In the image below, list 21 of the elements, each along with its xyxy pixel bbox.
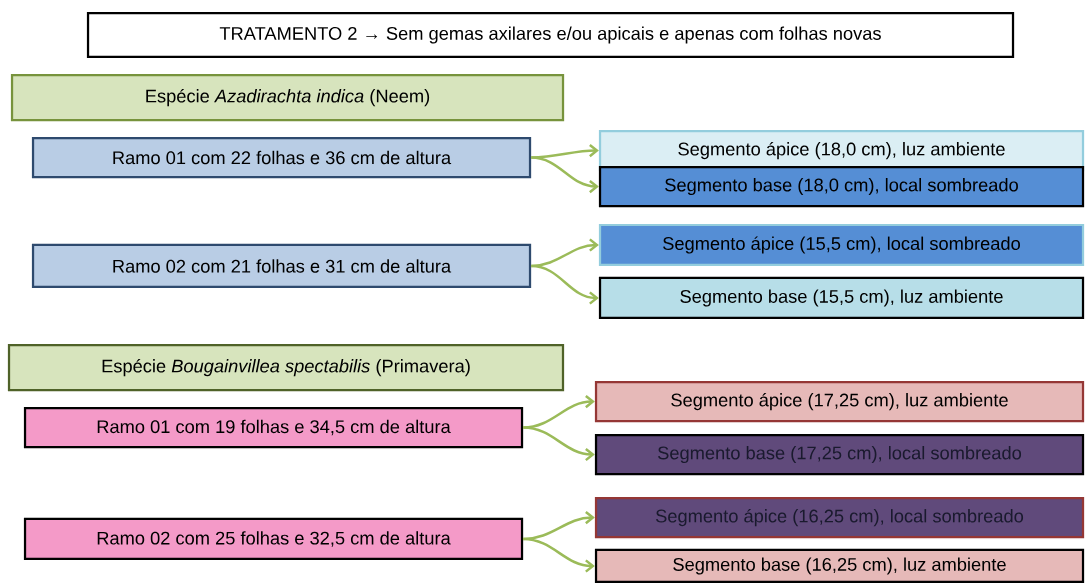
segment-box: Segmento base (15,5 cm), luz ambiente (598, 276, 1085, 320)
segment-box: Segmento base (17,25 cm), local sombreado (594, 433, 1085, 476)
arrow (531, 156, 599, 194)
arrow (531, 238, 599, 268)
segment-box: Segmento ápice (15,5 cm), local sombreado (598, 223, 1085, 267)
branch-box: Ramo 01 com 22 folhas e 36 cm de altura (31, 136, 532, 179)
segment-box: Segmento ápice (17,25 cm), luz ambiente (594, 380, 1085, 423)
branch-box: Ramo 02 com 25 folhas e 32,5 cm de altura (23, 517, 524, 561)
species-box: Espécie Bougainvillea spectabilis (Primavera) (7, 343, 565, 392)
branch-box: Ramo 01 com 19 folhas e 34,5 cm de altura (23, 406, 524, 449)
arrow (523, 537, 595, 573)
arrow (523, 426, 595, 462)
segment-box: Segmento ápice (18,0 cm), luz ambiente (598, 129, 1085, 172)
segment-box: Segmento base (16,25 cm), luz ambiente (594, 548, 1085, 583)
segment-box: Segmento base (18,0 cm), local sombreado (598, 165, 1085, 208)
arrow (523, 510, 595, 541)
segment-box: Segmento ápice (16,25 cm), local sombreado (594, 496, 1085, 539)
species-box: Espécie Azadirachta indica (Neem) (10, 73, 565, 122)
branch-box: Ramo 02 com 21 folhas e 31 cm de altura (31, 243, 532, 289)
arrow (531, 264, 599, 305)
title-box: TRATAMENTO 2 → Sem gemas axilares e/ou apicais e apenas com folhas novas (86, 11, 1015, 59)
